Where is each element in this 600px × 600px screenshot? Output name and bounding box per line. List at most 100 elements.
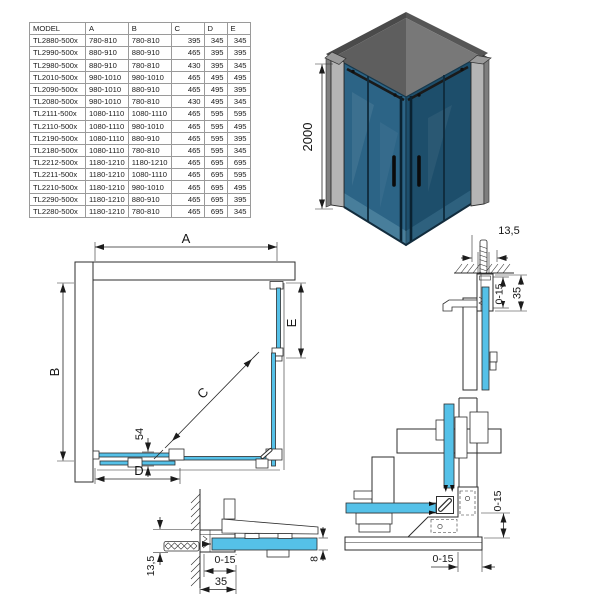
wall-profile-left bbox=[330, 55, 345, 208]
glass-clamp bbox=[489, 351, 498, 363]
dimension-cell: 1180-1210 bbox=[85, 192, 129, 206]
dimension-cell: 595 bbox=[226, 107, 251, 121]
glass-bottom-tint bbox=[344, 193, 406, 245]
bracket-hook bbox=[442, 299, 478, 312]
track-block bbox=[358, 523, 391, 533]
dimension-cell: 495 bbox=[203, 95, 228, 109]
dimension-cell: 780-810 bbox=[127, 204, 172, 219]
wall-left bbox=[74, 261, 94, 483]
dim-label-54: 54 bbox=[134, 428, 146, 440]
spring-clip bbox=[478, 296, 485, 307]
dimension-cell: 695 bbox=[226, 156, 251, 170]
glass-section bbox=[211, 537, 318, 551]
dimension-cell: 465 bbox=[170, 143, 205, 158]
dim-label-height: 2000 bbox=[300, 123, 315, 152]
rail-tab bbox=[469, 411, 489, 444]
detail-corner: 0-15 0-15 bbox=[344, 397, 510, 572]
roller bbox=[393, 93, 397, 97]
dim-label-e: E bbox=[284, 318, 299, 327]
dimension-cell: 595 bbox=[203, 119, 228, 133]
dim-label-d: D bbox=[134, 463, 143, 478]
model-cell: TL2990-500x bbox=[29, 46, 86, 60]
column-header-d: D bbox=[203, 21, 228, 36]
roller-bracket bbox=[462, 297, 478, 391]
dimension-cell: 595 bbox=[203, 143, 228, 158]
glass-section bbox=[481, 286, 490, 391]
dimension-cell: 345 bbox=[226, 58, 251, 72]
dim-label-0-15: 0-15 bbox=[494, 283, 506, 304]
dimension-cell: 395 bbox=[226, 131, 251, 145]
dimension-cell: 495 bbox=[203, 82, 228, 97]
wall-hatching bbox=[190, 555, 201, 587]
model-cell: TL2280-500x bbox=[29, 204, 86, 219]
dimension-cell: 465 bbox=[170, 46, 205, 60]
roller bbox=[351, 69, 355, 74]
dimension-cell: 980-1010 bbox=[127, 180, 172, 194]
motion-arrow bbox=[429, 501, 436, 506]
detail-wall-profile-top: 13,5 0-15 35 bbox=[442, 225, 527, 391]
dim-label-35: 35 bbox=[215, 576, 227, 588]
wall-profile-right-side bbox=[483, 55, 490, 205]
dimension-cell: 1080-1110 bbox=[85, 131, 129, 145]
dim-label-0-15-vertical: 0-15 bbox=[492, 490, 504, 511]
glass-reflection bbox=[428, 105, 452, 192]
motion-arrow bbox=[443, 485, 448, 492]
wall-profile-left-side bbox=[325, 55, 332, 208]
model-cell: TL2212-500x bbox=[29, 156, 86, 170]
dimension-cell: 1080-1110 bbox=[85, 107, 129, 121]
model-cell: TL2090-500x bbox=[29, 82, 86, 97]
dimension-cell: 495 bbox=[226, 70, 251, 84]
iso-view: 2000 bbox=[300, 12, 492, 247]
model-cell: TL2110-500x bbox=[29, 119, 86, 133]
roller bbox=[417, 93, 421, 97]
dimension-cell: 980-1010 bbox=[127, 70, 172, 84]
rail-tab bbox=[454, 416, 468, 459]
detail-wall-profile-bottom: 13,5 0-15 35 8 bbox=[145, 489, 328, 594]
dimension-cell: 880-910 bbox=[127, 131, 172, 145]
dimension-cell: 695 bbox=[203, 156, 228, 170]
dimension-cell: 465 bbox=[170, 107, 205, 121]
dimension-cell: 430 bbox=[170, 58, 205, 72]
column-header-b: B bbox=[127, 21, 172, 36]
dimension-cell: 395 bbox=[226, 46, 251, 60]
model-cell: TL2290-500x bbox=[29, 192, 86, 206]
dimension-cell: 465 bbox=[170, 82, 205, 97]
dimension-cell: 1180-1210 bbox=[85, 156, 129, 170]
dimension-cell: 1080-1110 bbox=[127, 107, 172, 121]
dimension-cell: 495 bbox=[203, 70, 228, 84]
anchor-screw bbox=[163, 541, 200, 552]
model-cell: TL2190-500x bbox=[29, 131, 86, 145]
end-cap bbox=[92, 450, 100, 460]
dimension-cell: 1080-1110 bbox=[127, 168, 172, 182]
dimension-cell: 1180-1210 bbox=[85, 204, 129, 219]
dimension-cell: 465 bbox=[170, 70, 205, 84]
dimension-cell: 595 bbox=[203, 131, 228, 145]
left-tab bbox=[353, 490, 373, 500]
dimension-cell: 1080-1110 bbox=[85, 119, 129, 133]
dimension-cell: 395 bbox=[170, 34, 205, 48]
roller-block bbox=[277, 533, 293, 539]
model-cell: TL2210-500x bbox=[29, 180, 86, 194]
door-rail bbox=[221, 518, 319, 535]
dimension-cell: 880-910 bbox=[85, 58, 129, 72]
dimension-cell: 395 bbox=[203, 46, 228, 60]
glass-reflection bbox=[380, 122, 398, 208]
bottom-frame bbox=[343, 203, 472, 247]
plan-view: A B C 54 D bbox=[47, 231, 306, 484]
dimension-cell: 495 bbox=[226, 180, 251, 194]
dimension-cell: 980-1010 bbox=[85, 95, 129, 109]
dimension-cell: 1180-1210 bbox=[127, 156, 172, 170]
panel-connector bbox=[127, 457, 143, 468]
dimension-cell: 465 bbox=[170, 204, 205, 219]
